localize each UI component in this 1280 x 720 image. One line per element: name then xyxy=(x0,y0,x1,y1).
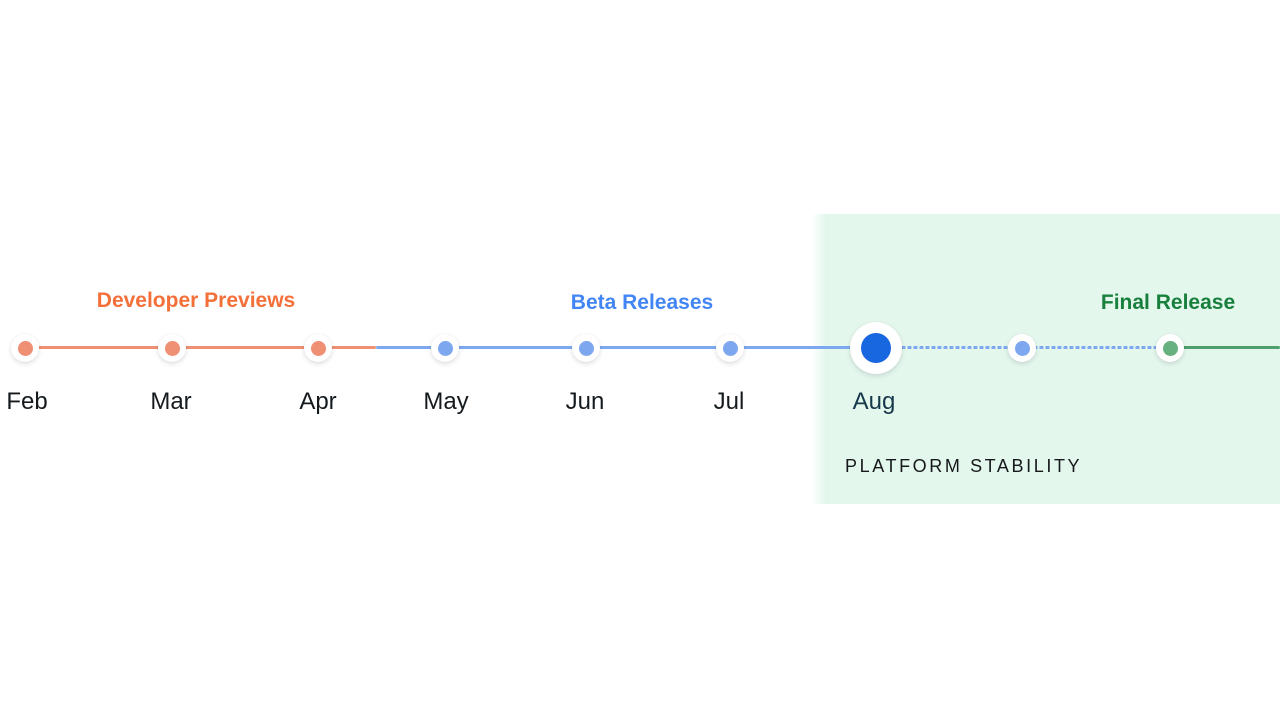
milestone-node-may[interactable] xyxy=(431,334,459,362)
month-label-mar: Mar xyxy=(150,388,192,415)
milestone-dot-jun xyxy=(578,340,594,356)
milestone-node-jun[interactable] xyxy=(572,334,600,362)
milestone-node-feb[interactable] xyxy=(11,334,39,362)
milestone-dot-mar xyxy=(164,340,180,356)
month-label-jul: Jul xyxy=(713,388,745,415)
track-segment-final-release xyxy=(1170,346,1280,349)
milestone-dot-feb xyxy=(17,340,33,356)
milestone-dot-may xyxy=(437,340,453,356)
platform-stability-caption: PLATFORM STABILITY xyxy=(845,456,1083,476)
milestone-dot-jul xyxy=(722,340,738,356)
milestone-dot-final-release xyxy=(1162,340,1178,356)
phase-label-beta-releases: Beta Releases xyxy=(570,291,714,314)
milestone-dot-apr xyxy=(310,340,326,356)
phase-label-developer-previews: Developer Previews xyxy=(96,289,296,312)
phase-label-final-release: Final Release xyxy=(1100,291,1236,314)
month-label-aug: Aug xyxy=(852,388,896,415)
month-label-jun: Jun xyxy=(565,388,605,415)
month-label-apr: Apr xyxy=(299,388,337,415)
milestone-node-apr[interactable] xyxy=(304,334,332,362)
milestone-node-final-release[interactable] xyxy=(1156,334,1184,362)
milestone-node-mar[interactable] xyxy=(158,334,186,362)
milestone-node-jul[interactable] xyxy=(716,334,744,362)
milestone-dot-aug xyxy=(861,333,891,363)
milestone-node-aug[interactable] xyxy=(850,322,902,374)
month-label-feb: Feb xyxy=(6,388,48,415)
track-segment-beta-releases xyxy=(376,346,876,349)
milestone-node-unlabeled-stability[interactable] xyxy=(1008,334,1036,362)
milestone-dot-unlabeled-stability xyxy=(1014,340,1030,356)
track-segment-developer-previews xyxy=(25,346,376,349)
month-label-may: May xyxy=(423,388,469,415)
